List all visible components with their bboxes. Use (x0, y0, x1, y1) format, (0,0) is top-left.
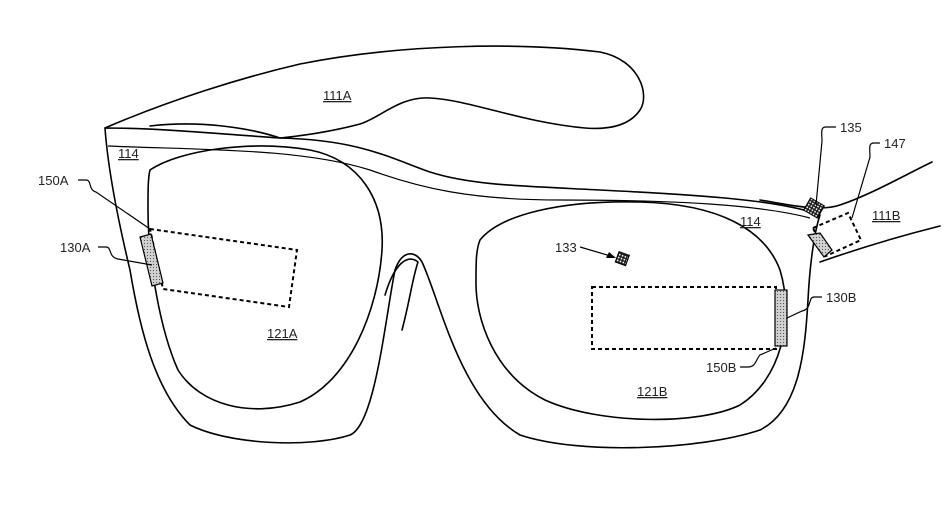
temple-left (104, 45, 645, 139)
frame-outline (104, 127, 821, 449)
label-111A: 111A (323, 88, 352, 103)
label-133: 133 (555, 240, 577, 255)
leader-135 (815, 126, 836, 206)
label-121A: 121A (267, 326, 298, 341)
component-near-hinge (806, 232, 833, 258)
label-135: 135 (840, 120, 862, 135)
frame-top-edge (107, 145, 811, 219)
nose-pad (384, 258, 419, 331)
label-130B: 130B (826, 290, 856, 305)
sensor-left (139, 233, 164, 287)
label-114-right: 114 (740, 214, 761, 229)
camera-135 (802, 197, 826, 219)
leader-130A (98, 246, 153, 266)
label-150A: 150A (38, 173, 69, 188)
arrowhead-133 (606, 252, 616, 258)
leader-150B (740, 347, 777, 368)
label-147: 147 (884, 136, 906, 151)
leader-147 (851, 142, 880, 219)
temple-right (759, 161, 941, 263)
display-region-left (148, 227, 299, 309)
temple-left-inner-edge (149, 123, 281, 139)
label-121B: 121B (637, 384, 667, 399)
lens-right (475, 201, 787, 421)
label-150B: 150B (706, 360, 736, 375)
marker-133 (614, 250, 630, 267)
leader-130B (786, 296, 822, 319)
lens-left (147, 145, 383, 410)
leader-150A (78, 179, 151, 230)
label-130A: 130A (60, 240, 91, 255)
display-region-right (591, 286, 777, 350)
label-111B: 111B (872, 208, 900, 223)
label-114-left: 114 (118, 146, 139, 161)
sensor-right (774, 289, 788, 347)
